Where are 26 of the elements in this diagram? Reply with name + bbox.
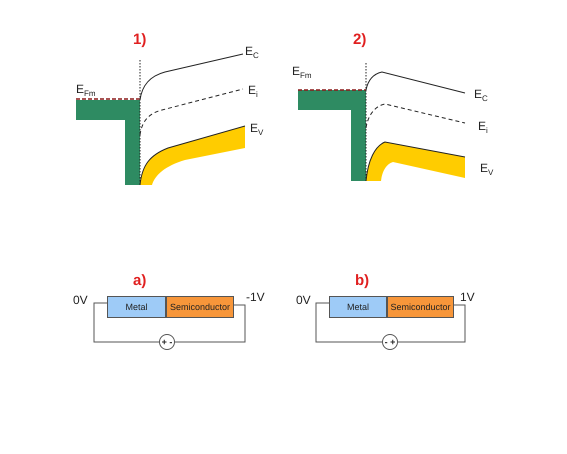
text-label: E$_{i}$ [248,84,258,99]
text-label: E$_{C}$ [474,88,488,103]
wire [398,304,466,342]
panel-label: 2) [353,32,366,47]
panel-label: 1) [133,32,146,47]
text-label: E$_{V}$ [480,162,494,177]
wire [316,302,382,342]
text-label: 0V [73,294,88,306]
text-label: E$_{V}$ [250,122,264,137]
text-label: 0V [296,294,311,306]
text-label: E$_{i}$ [478,120,488,135]
text-label: E$_{Fm}$ [76,83,96,98]
panel-label: a) [133,273,146,288]
wire [94,302,160,342]
material-box: Metal [329,296,387,318]
text-label: E$_{C}$ [245,45,259,60]
battery-symbol: + - [159,334,175,350]
wire [174,304,246,342]
material-box: Semiconductor [166,296,234,318]
text-label: 1V [460,291,475,303]
text-label: -1V [246,291,265,303]
battery-symbol: - + [382,334,398,350]
material-box: Metal [107,296,166,318]
text-label: E$_{Fm}$ [292,65,312,80]
panel-label: b) [355,273,370,288]
material-box: Semiconductor [387,296,454,318]
